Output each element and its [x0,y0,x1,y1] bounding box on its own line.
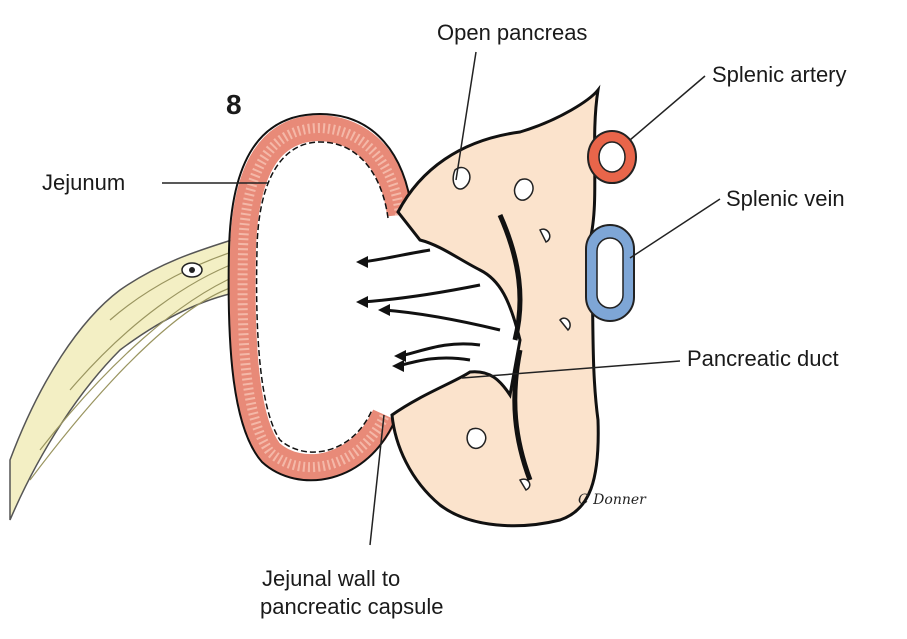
splenic-artery [588,131,636,183]
splenic-artery-label: Splenic artery [712,62,847,88]
mesentery [10,238,238,520]
jejunum-loop [229,114,412,480]
pancreatic-duct-label: Pancreatic duct [687,346,839,372]
jejunal-wall-label-line2: pancreatic capsule [260,594,443,620]
jejunum-label: Jejunum [42,170,125,196]
pancreas [392,90,598,526]
figure-number: 8 [226,88,242,122]
jejunal-wall-label-line1: Jejunal wall to [262,566,400,592]
open-pancreas-label: Open pancreas [437,20,587,46]
artist-signature: C Donner [578,492,646,508]
splenic-vein-label: Splenic vein [726,186,845,212]
arrowheads [356,256,406,372]
splenic-vein [586,225,634,321]
